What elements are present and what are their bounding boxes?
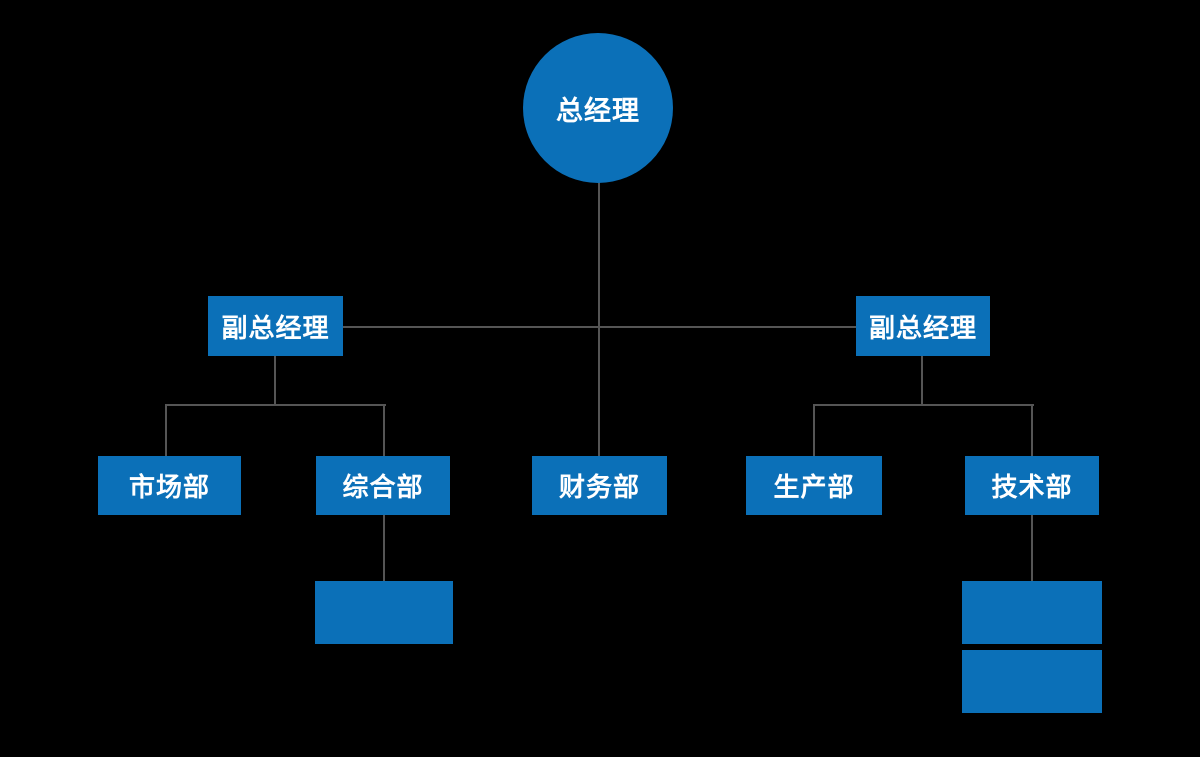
connector-to-general-affairs bbox=[383, 404, 385, 457]
connector-deputy-left-drop bbox=[274, 355, 276, 406]
connector-general-affairs-to-sub bbox=[383, 514, 385, 582]
node-deputy-gm-right[interactable]: 副总经理 bbox=[856, 296, 990, 356]
node-empty-under-technology-2[interactable] bbox=[962, 650, 1102, 713]
node-marketing-dept[interactable]: 市场部 bbox=[98, 456, 241, 515]
node-empty-under-technology-1[interactable] bbox=[962, 581, 1102, 644]
node-deputy-gm-left[interactable]: 副总经理 bbox=[208, 296, 343, 356]
node-technology-dept[interactable]: 技术部 bbox=[965, 456, 1099, 515]
node-finance-dept[interactable]: 财务部 bbox=[532, 456, 667, 515]
connector-to-production bbox=[813, 404, 815, 457]
connector-deputy-crossbar bbox=[343, 326, 857, 328]
node-production-dept[interactable]: 生产部 bbox=[746, 456, 882, 515]
connector-to-marketing bbox=[165, 404, 167, 457]
connector-to-technology bbox=[1031, 404, 1033, 457]
connector-right-branch-bar bbox=[813, 404, 1034, 406]
connector-left-branch-bar bbox=[165, 404, 386, 406]
connector-technology-to-sub bbox=[1031, 514, 1033, 582]
connector-root-to-finance bbox=[598, 176, 600, 457]
connector-deputy-right-drop bbox=[921, 355, 923, 406]
node-general-manager[interactable]: 总经理 bbox=[523, 33, 673, 183]
node-empty-under-general-affairs[interactable] bbox=[315, 581, 453, 644]
node-general-affairs-dept[interactable]: 综合部 bbox=[316, 456, 450, 515]
